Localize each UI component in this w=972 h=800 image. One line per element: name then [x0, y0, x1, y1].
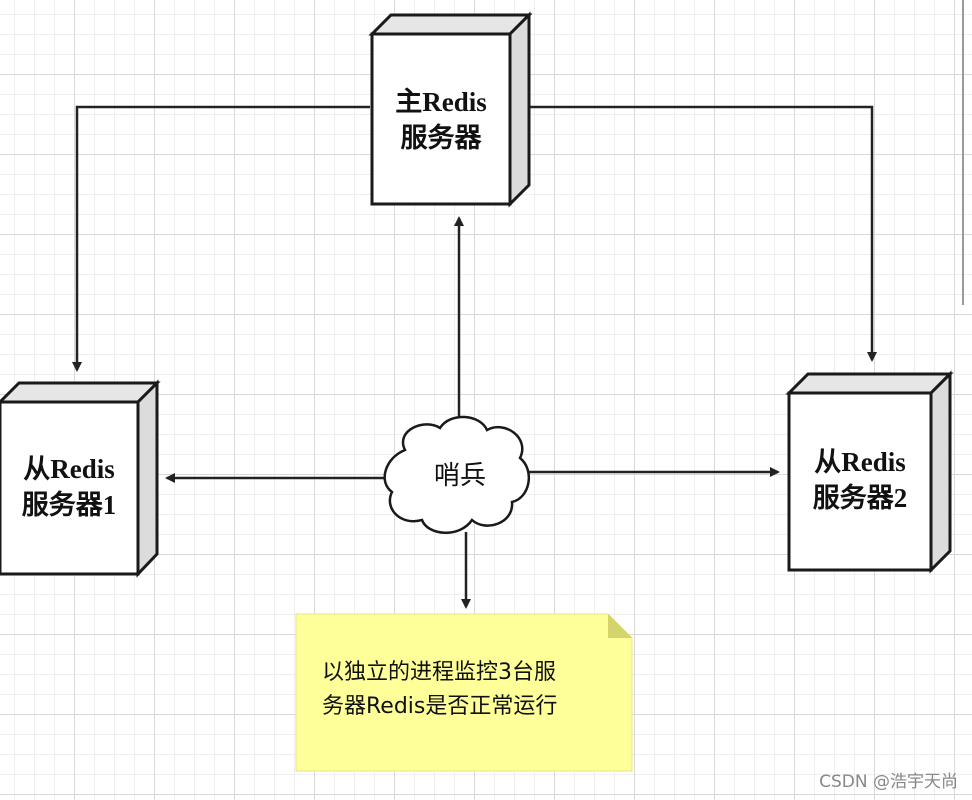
window-edge [962, 0, 964, 305]
arrow-master-to-slave1 [72, 105, 370, 372]
arrow-master-to-slave2 [530, 105, 877, 362]
watermark: CSDN @浩宇天尚 [819, 772, 958, 792]
note-shape [295, 613, 633, 772]
master-server-box [368, 11, 533, 208]
connectors [72, 105, 877, 609]
slave1-server-box [0, 379, 161, 578]
slave2-server-box [785, 370, 954, 574]
sentinel-cloud [383, 415, 531, 534]
